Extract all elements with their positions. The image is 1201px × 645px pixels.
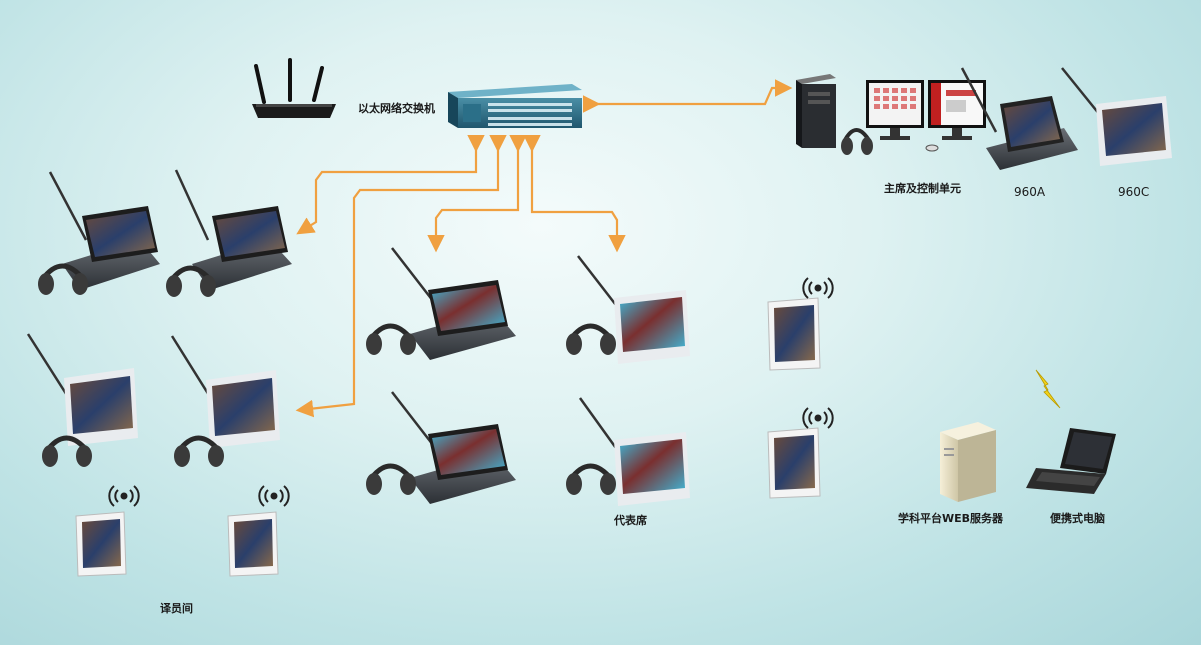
connection-lines bbox=[295, 79, 793, 418]
model-960a-label: 960A bbox=[1014, 185, 1046, 199]
laptop-icon bbox=[1026, 428, 1116, 494]
conference-unit-960c-icon bbox=[1061, 67, 1172, 166]
wireless-tablet-icon bbox=[767, 427, 821, 499]
lightning-icon bbox=[1035, 369, 1061, 409]
link-switch-to-delegate-right bbox=[523, 134, 626, 253]
delegate-unit-icon bbox=[26, 333, 138, 446]
desktop-tower-icon bbox=[796, 74, 836, 148]
wireless-tablet-icon bbox=[767, 297, 821, 371]
delegates-label: 代表席 bbox=[614, 514, 647, 527]
link-switch-to-chairman bbox=[582, 79, 793, 113]
headphones-icon bbox=[366, 463, 416, 495]
link-switch-to-delegate-center bbox=[427, 134, 527, 253]
laptop-label: 便携式电脑 bbox=[1050, 512, 1105, 525]
headphones-icon bbox=[38, 263, 88, 295]
web-server-icon bbox=[940, 422, 996, 502]
wireless-tablet-icon bbox=[75, 511, 127, 577]
wifi-signal-icon bbox=[802, 277, 834, 299]
delegate-unit-icon bbox=[48, 171, 160, 290]
wireless-tablet-icon bbox=[227, 511, 279, 577]
delegate-unit-icon bbox=[578, 397, 690, 506]
delegate-unit-icon bbox=[170, 335, 280, 448]
monitor-left-icon bbox=[866, 80, 924, 140]
wifi-signal-icon bbox=[258, 485, 290, 507]
web-server-label: 学科平台WEB服务器 bbox=[898, 512, 1004, 525]
monitor-right-icon bbox=[925, 80, 986, 152]
interpreters-label: 译员间 bbox=[160, 602, 193, 615]
delegate-unit-icon bbox=[174, 169, 292, 290]
chairman-control-label: 主席及控制单元 bbox=[884, 182, 961, 195]
wifi-signal-icon bbox=[802, 407, 834, 429]
conference-unit-960a-icon bbox=[960, 67, 1078, 170]
delegate-unit-icon bbox=[391, 247, 516, 360]
headphones-icon bbox=[166, 265, 216, 297]
headphones-icon bbox=[174, 435, 224, 467]
model-960c-label: 960C bbox=[1118, 185, 1150, 199]
switch-label: 以太网络交换机 bbox=[358, 102, 435, 115]
link-switch-to-delegate-left-bottom bbox=[295, 134, 507, 418]
wifi-router-icon bbox=[252, 58, 336, 118]
headphones-icon bbox=[841, 128, 873, 155]
headphones-icon bbox=[566, 323, 616, 355]
ethernet-switch-icon bbox=[448, 84, 582, 128]
wifi-signal-icon bbox=[108, 485, 140, 507]
delegate-unit-icon bbox=[577, 255, 690, 364]
delegate-unit-icon bbox=[391, 391, 516, 504]
headphones-icon bbox=[366, 323, 416, 355]
headphones-icon bbox=[566, 463, 616, 495]
headphones-icon bbox=[42, 435, 92, 467]
